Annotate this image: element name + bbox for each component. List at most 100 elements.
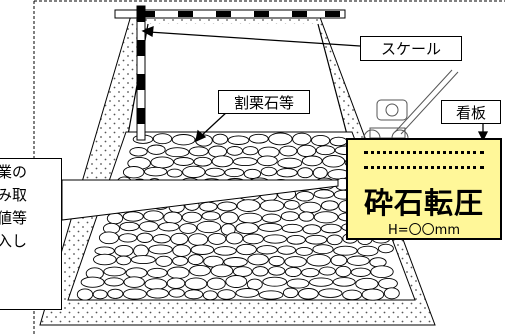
stone: [119, 221, 140, 232]
stone: [201, 211, 221, 221]
stone: [80, 276, 105, 288]
scale-bar-marks: [140, 11, 340, 17]
stone: [279, 145, 298, 157]
stone: [211, 155, 234, 168]
stone: [286, 278, 310, 289]
construction-signboard: 砕石転圧 H=〇〇mm: [346, 138, 502, 240]
stone: [311, 134, 331, 147]
stone: [193, 156, 213, 167]
stone: [122, 166, 145, 179]
stone: [182, 165, 206, 179]
trench-wall-right: [317, 23, 351, 147]
stone: [298, 288, 319, 300]
stone: [313, 189, 335, 199]
stone: [204, 167, 225, 177]
stone: [346, 255, 370, 266]
stone: [285, 266, 302, 278]
note-line: 入し: [0, 232, 28, 250]
stone: [296, 144, 317, 158]
stone: [246, 278, 263, 291]
stone: [335, 265, 352, 278]
stone: [187, 254, 204, 266]
stone: [256, 245, 278, 255]
stone: [206, 277, 226, 290]
stone: [147, 144, 166, 155]
stone: [268, 132, 293, 146]
stone: [130, 255, 156, 265]
stone: [292, 132, 312, 146]
stone: [378, 277, 398, 290]
stone: [252, 266, 269, 277]
stone: [76, 288, 94, 301]
stone: [168, 288, 185, 298]
stone: [122, 211, 144, 222]
stone: [232, 266, 253, 277]
stone: [148, 244, 173, 255]
stone: [259, 199, 285, 212]
stone: [226, 146, 243, 156]
stone: [143, 210, 164, 222]
stone: [125, 267, 148, 279]
stone: [94, 246, 115, 256]
stone: [158, 222, 180, 232]
stone: [232, 157, 258, 167]
stone: [263, 234, 287, 244]
stone: [199, 201, 218, 212]
stone: [283, 200, 300, 210]
stone: [312, 166, 328, 179]
stone: [217, 289, 236, 300]
stone: [276, 168, 298, 178]
stone: [146, 288, 169, 299]
stone: [173, 157, 194, 166]
note-line: み取: [0, 186, 28, 204]
stone: [257, 155, 278, 167]
stone: [370, 265, 394, 279]
crushed-stone-label: 割栗石等: [218, 90, 310, 114]
stone: [188, 146, 209, 157]
stone: [298, 211, 315, 222]
stone: [225, 275, 248, 288]
stone: [166, 277, 186, 289]
stone: [286, 234, 306, 245]
stone: [322, 155, 346, 168]
stone: [302, 224, 322, 235]
stone: [312, 244, 334, 255]
stone: [165, 147, 190, 158]
stone: [144, 166, 168, 177]
stone: [189, 264, 211, 277]
stone: [208, 145, 228, 158]
stone: [133, 244, 149, 258]
stone: [284, 256, 307, 268]
stone: [261, 213, 282, 223]
stone: [332, 277, 356, 287]
stone: [277, 157, 303, 169]
stone: [167, 266, 190, 279]
stone: [342, 289, 363, 301]
stone: [225, 232, 244, 245]
stone: [152, 133, 173, 145]
stone: [355, 277, 379, 290]
note-line: 値等: [0, 209, 28, 227]
stone: [184, 277, 208, 290]
stone: [248, 133, 269, 144]
stone: [318, 288, 343, 298]
stone: [313, 211, 339, 224]
stone: [236, 199, 261, 212]
stone: [319, 266, 336, 276]
stone: [144, 278, 168, 290]
stone: [104, 277, 124, 287]
stone: [333, 245, 358, 256]
stone: [268, 266, 286, 276]
stone: [118, 233, 138, 243]
stone: [301, 267, 320, 278]
stone: [377, 243, 394, 254]
stone: [236, 243, 257, 256]
stone: [172, 244, 192, 257]
stone: [315, 145, 336, 156]
stone: [188, 233, 209, 246]
stone: [170, 232, 189, 245]
stone: [280, 211, 300, 222]
stone: [235, 288, 260, 298]
stone: [309, 277, 334, 287]
stone: [152, 234, 171, 244]
